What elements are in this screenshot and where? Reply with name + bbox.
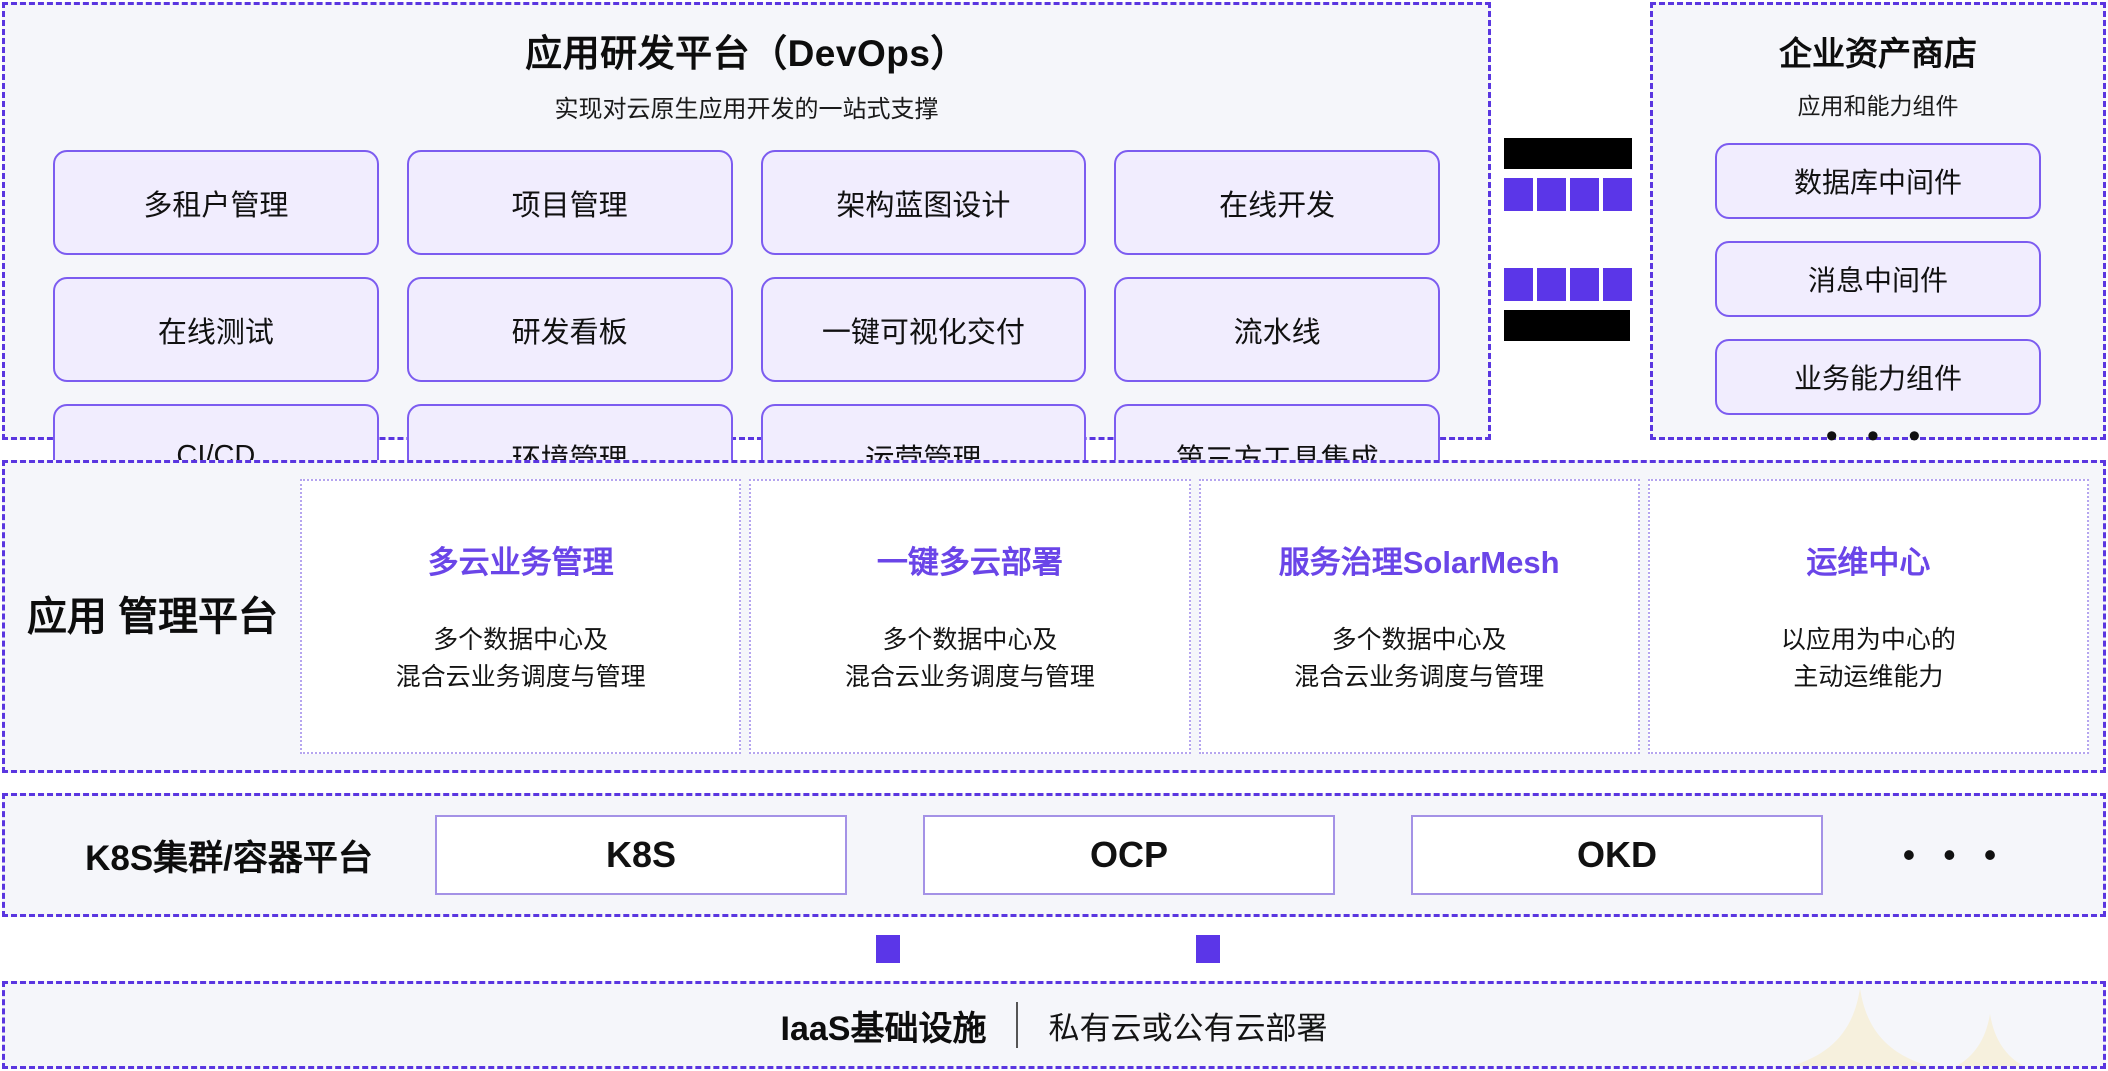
mgmt-card-desc: 以应用为中心的 主动运维能力 xyxy=(1780,625,1956,692)
devops-chip-multi-tenant[interactable]: 多租户管理 xyxy=(53,150,379,255)
mgmt-card-title: 多云业务管理 xyxy=(427,544,614,580)
enterprise-asset-store-panel: 企业资产商店 应用和能力组件 数据库中间件 消息中间件 业务能力组件 • • • xyxy=(1650,2,2106,453)
store-component-list: 数据库中间件 消息中间件 业务能力组件 xyxy=(1715,143,2041,415)
devops-chip-dev-board[interactable]: 研发看板 xyxy=(406,277,733,382)
purple-square xyxy=(1603,268,1632,301)
purple-square xyxy=(1537,268,1566,301)
purple-square xyxy=(1570,178,1599,211)
devops-chip-online-test[interactable]: 在线测试 xyxy=(53,277,379,382)
devops-chip-online-dev[interactable]: 在线开发 xyxy=(1114,150,1440,255)
mgmt-card-service-mesh[interactable]: 服务治理SolarMesh 多个数据中心及 混合云业务调度与管理 xyxy=(1198,479,1640,754)
purple-square xyxy=(1504,268,1533,301)
devops-capability-grid: 多租户管理 项目管理 架构蓝图设计 在线开发 在线测试 研发看板 一键可视化交付… xyxy=(53,150,1440,509)
k8s-row-label: K8S集群/容器平台 xyxy=(85,838,373,878)
mgmt-card-desc: 多个数据中心及 混合云业务调度与管理 xyxy=(844,625,1095,692)
purple-square-row-bottom xyxy=(1504,268,1632,301)
purple-square-row-top xyxy=(1504,178,1632,211)
mgmt-card-oneclick-deploy[interactable]: 一键多云部署 多个数据中心及 混合云业务调度与管理 xyxy=(749,479,1191,754)
mgmt-card-grid: 多云业务管理 多个数据中心及 混合云业务调度与管理 一键多云部署 多个数据中心及… xyxy=(300,463,2103,770)
mgmt-card-title: 服务治理SolarMesh xyxy=(1278,544,1560,580)
connector-square-left xyxy=(876,935,900,963)
mgmt-platform-label: 应用 管理平台 xyxy=(26,594,279,639)
sparkle-decoration-small xyxy=(1930,1014,2050,1066)
purple-square xyxy=(1537,178,1566,211)
iaas-infrastructure-panel: IaaS基础设施 私有云或公有云部署 xyxy=(2,981,2106,1069)
purple-square xyxy=(1504,178,1533,211)
iaas-divider xyxy=(1016,1002,1019,1048)
devops-chip-project-mgmt[interactable]: 项目管理 xyxy=(406,150,733,255)
k8s-box-ocp[interactable]: OCP xyxy=(923,815,1335,895)
devops-platform-panel: 应用研发平台（DevOps） 实现对云原生应用开发的一站式支撑 多租户管理 项目… xyxy=(2,2,1491,509)
store-chip-message-middleware[interactable]: 消息中间件 xyxy=(1715,241,2041,317)
mgmt-card-desc: 多个数据中心及 混合云业务调度与管理 xyxy=(395,625,646,692)
store-chip-business-capability[interactable]: 业务能力组件 xyxy=(1715,339,2041,415)
devops-title: 应用研发平台（DevOps） xyxy=(525,33,968,74)
connector-square-right xyxy=(1196,935,1220,963)
store-chip-database-middleware[interactable]: 数据库中间件 xyxy=(1715,143,2041,219)
center-gutter-column xyxy=(1498,0,1642,440)
iaas-subtitle: 私有云或公有云部署 xyxy=(1048,1010,1328,1046)
application-management-platform-panel: 应用 管理平台 多云业务管理 多个数据中心及 混合云业务调度与管理 一键多云部署… xyxy=(2,460,2106,773)
store-title: 企业资产商店 xyxy=(1779,35,1977,72)
k8s-box-okd[interactable]: OKD xyxy=(1411,815,1823,895)
mgmt-card-title: 运维中心 xyxy=(1806,544,1931,580)
redacted-text-block-bottom xyxy=(1504,310,1630,341)
sparkle-decoration-large xyxy=(1775,988,1945,1066)
devops-subtitle: 实现对云原生应用开发的一站式支撑 xyxy=(554,96,939,123)
k8s-more-ellipsis: • • • xyxy=(1902,834,2006,875)
devops-chip-pipeline[interactable]: 流水线 xyxy=(1114,277,1440,382)
store-more-ellipsis: • • • xyxy=(1825,417,1931,455)
purple-square xyxy=(1570,268,1599,301)
devops-chip-architecture-design[interactable]: 架构蓝图设计 xyxy=(760,150,1087,255)
k8s-container-platform-panel: K8S集群/容器平台 K8S OCP OKD • • • xyxy=(2,793,2106,917)
mgmt-card-ops-center[interactable]: 运维中心 以应用为中心的 主动运维能力 xyxy=(1647,479,2089,754)
store-subtitle: 应用和能力组件 xyxy=(1797,93,1959,119)
devops-chip-one-click-delivery[interactable]: 一键可视化交付 xyxy=(760,277,1087,382)
redacted-text-block-top xyxy=(1504,138,1632,169)
purple-square xyxy=(1603,178,1632,211)
mgmt-card-multicloud-business[interactable]: 多云业务管理 多个数据中心及 混合云业务调度与管理 xyxy=(300,479,742,754)
k8s-box-k8s[interactable]: K8S xyxy=(435,815,847,895)
iaas-title: IaaS基础设施 xyxy=(780,1009,987,1048)
mgmt-card-title: 一键多云部署 xyxy=(876,544,1063,580)
mgmt-card-desc: 多个数据中心及 混合云业务调度与管理 xyxy=(1294,625,1545,692)
